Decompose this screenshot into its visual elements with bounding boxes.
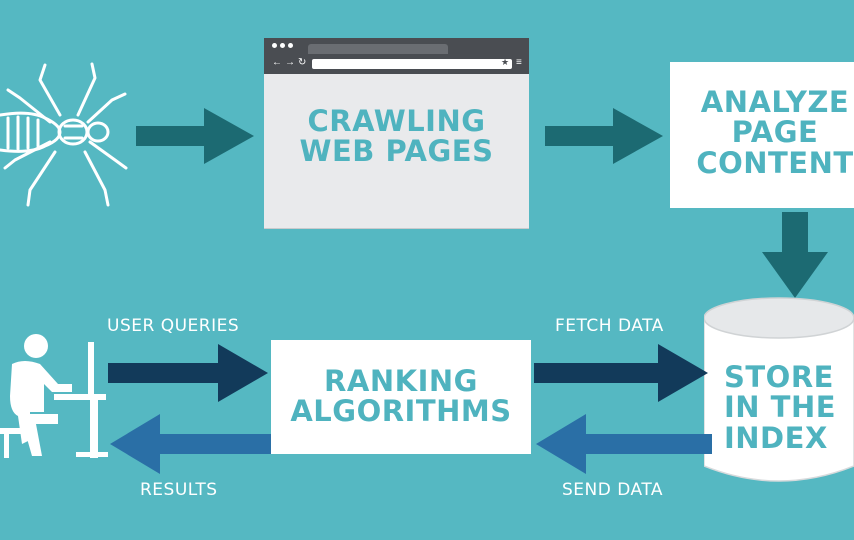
results-label: RESULTS bbox=[140, 480, 218, 500]
arrow-send-data bbox=[536, 414, 712, 474]
database-cylinder-icon bbox=[704, 297, 854, 482]
window-dot-icon bbox=[288, 43, 293, 48]
person-at-computer-icon bbox=[0, 334, 108, 458]
arrow-store bbox=[762, 212, 828, 298]
ranking-label: RANKING ALGORITHMS bbox=[290, 364, 512, 429]
window-dot-icon bbox=[280, 43, 285, 48]
ranking-algorithms-box: RANKING ALGORITHMS bbox=[271, 340, 531, 454]
analyze-page-content-box: ANALYZE PAGE CONTENT bbox=[670, 62, 854, 208]
forward-arrow-icon: → bbox=[285, 57, 295, 68]
arrow-user-queries bbox=[108, 344, 268, 402]
analyze-label: ANALYZE PAGE CONTENT bbox=[696, 85, 854, 180]
url-bar bbox=[312, 59, 512, 69]
arrow-crawl bbox=[136, 108, 254, 164]
arrow-results bbox=[110, 414, 272, 474]
reload-icon: ↻ bbox=[298, 57, 307, 68]
browser-toolbar: ← → ↻ ★ ≡ bbox=[264, 38, 529, 74]
user-queries-label: USER QUERIES bbox=[107, 316, 240, 336]
arrow-analyze bbox=[545, 108, 663, 164]
send-data-label: SEND DATA bbox=[562, 480, 664, 500]
spider-icon bbox=[0, 62, 128, 207]
store-label: STORE IN THE INDEX bbox=[724, 360, 837, 455]
menu-icon: ≡ bbox=[516, 57, 522, 68]
crawling-label: CRAWLING WEB PAGES bbox=[299, 104, 494, 169]
window-dot-icon bbox=[272, 43, 277, 48]
crawling-web-pages-box: ← → ↻ ★ ≡ CRAWLING WEB PAGES bbox=[264, 38, 529, 228]
star-icon: ★ bbox=[501, 57, 510, 67]
back-arrow-icon: ← bbox=[272, 57, 282, 68]
fetch-data-label: FETCH DATA bbox=[555, 316, 664, 336]
browser-tab bbox=[308, 44, 448, 54]
arrow-fetch-data bbox=[534, 344, 708, 402]
